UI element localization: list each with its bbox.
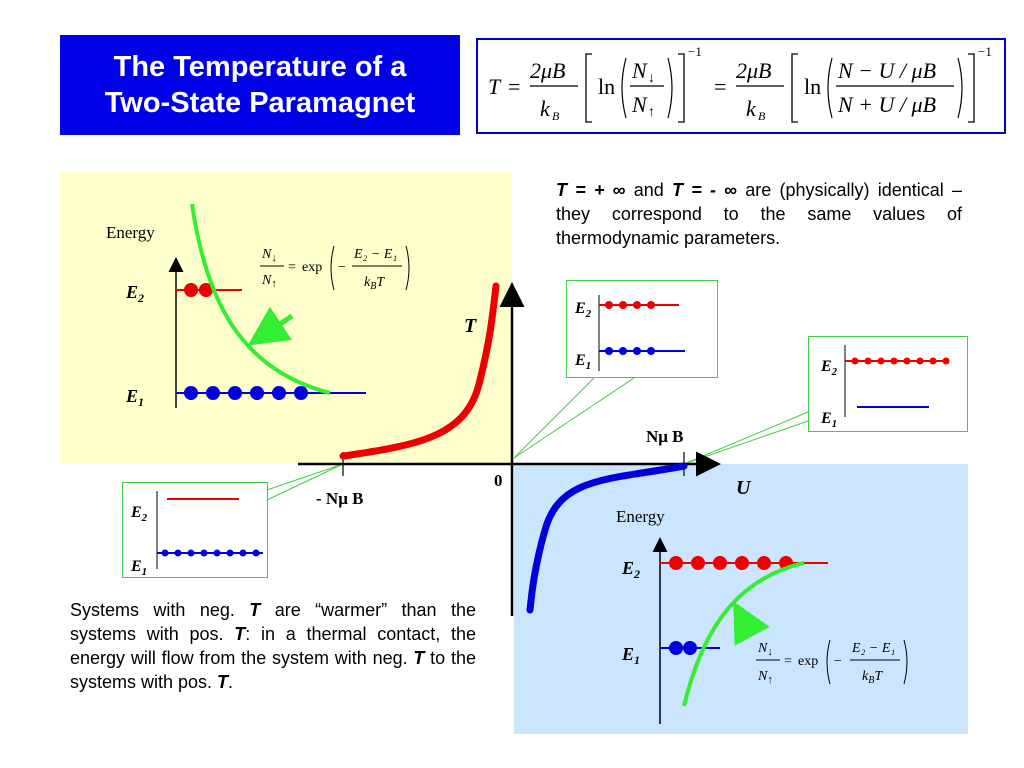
e1-label-bottom: E — [621, 644, 634, 664]
slide-title: The Temperature of a Two-State Paramagne… — [60, 35, 460, 135]
svg-text:E2: E2 — [125, 282, 144, 305]
svg-text:−: − — [338, 260, 346, 275]
svg-text:E1: E1 — [574, 352, 591, 372]
formula-coef-den-sub-1: B — [552, 109, 560, 123]
formula-ratio1-num: N — [631, 58, 648, 83]
e1-sub-bottom: 1 — [634, 653, 640, 667]
negative-t-curve — [526, 462, 688, 614]
inset-full-upper-state: E2 E1 — [808, 336, 968, 432]
e2-sub-bottom: 2 — [633, 567, 640, 581]
positive-t-curve — [339, 282, 500, 460]
formula-ln-2: ln — [804, 74, 821, 99]
warmer-note-p2: are “warmer” than the systems with pos. — [70, 600, 476, 644]
e1-sub-top: 1 — [138, 395, 144, 409]
e2-sub-top: 2 — [137, 291, 144, 305]
t-plus-infinity: T = + ∞ — [556, 180, 626, 200]
warmer-note-t2: T — [234, 624, 246, 644]
svg-text:E2: E2 — [820, 358, 838, 378]
neg-nmub-label: - Nμ B — [316, 489, 363, 508]
e2-label-bottom: E — [621, 558, 634, 578]
svg-text:kBT: kBT — [862, 669, 883, 686]
temperature-formula-box: T = 2μB k B ln N ↓ N ↑ −1 = 2μB k B ln N — [476, 38, 1006, 134]
formula-ratio1-den: N — [631, 92, 648, 117]
e1-label-top: E — [125, 386, 138, 406]
svg-text:N↑: N↑ — [261, 273, 277, 290]
boltzmann-formula-top: N↓ N↑ = exp − E₂ − E₁ kBT — [260, 245, 410, 292]
warmer-note-p3: : in a thermal contact, the energy will … — [70, 624, 476, 668]
title-line-1: The Temperature of a — [113, 51, 407, 83]
formula-ratio1-den-sub: ↑ — [648, 105, 655, 120]
negative-temperature-panel — [514, 464, 968, 734]
and-text: and — [625, 180, 673, 200]
svg-text:E₂ − E₁: E₂ − E₁ — [851, 641, 895, 656]
svg-text:E2: E2 — [574, 300, 592, 320]
warmer-note-p1: Systems with neg. — [70, 600, 250, 620]
positive-energy-diagram: Energy E2 E1 N↓ N↑ = exp − E₂ − E₁ kBT — [106, 203, 410, 409]
svg-text:E1: E1 — [621, 644, 640, 667]
svg-text:N↓: N↓ — [757, 641, 773, 658]
energy-label-top: Energy — [106, 223, 155, 242]
temperature-formula: T = 2μB k B ln N ↓ N ↑ −1 = 2μB k B ln N — [488, 44, 992, 123]
infinity-note: T = + ∞ and T = - ∞ are (physically) ide… — [556, 178, 962, 250]
svg-text:kBT: kBT — [364, 275, 385, 292]
formula-ratio2-den: N + U / μB — [837, 92, 936, 117]
negative-energy-diagram: Energy E2 E1 N↓ N↑ = exp − E₂ − E₁ kBT — [616, 507, 908, 724]
e2-label-top: E — [125, 282, 138, 302]
formula-coef-den-2: k — [746, 96, 757, 121]
energy-label-bottom: Energy — [616, 507, 665, 526]
svg-text:exp: exp — [302, 260, 322, 275]
svg-text:E2: E2 — [621, 558, 640, 581]
formula-coef-num-1: 2μB — [530, 58, 565, 83]
origin-label: 0 — [494, 471, 503, 490]
formula-lhs: T — [488, 74, 502, 99]
formula-eq-1: = — [508, 74, 520, 99]
warmer-note-t1: T — [249, 600, 261, 620]
warmer-note-p5: . — [228, 672, 234, 692]
svg-text:N↓: N↓ — [261, 247, 277, 264]
formula-eq-2: = — [714, 74, 726, 99]
svg-text:E1: E1 — [125, 386, 144, 409]
formula-ratio2-num: N − U / μB — [837, 58, 936, 83]
boltzmann-formula-bottom: N↓ N↑ = exp − E₂ − E₁ kBT — [756, 639, 908, 686]
svg-text:E1: E1 — [820, 410, 837, 430]
warmer-note: Systems with neg. T are “warmer” than th… — [70, 598, 476, 694]
svg-text:E1: E1 — [130, 558, 147, 577]
svg-text:exp: exp — [798, 654, 818, 669]
formula-exponent-2: −1 — [978, 44, 992, 59]
svg-text:=: = — [784, 654, 792, 669]
t-minus-infinity: T = - ∞ — [672, 180, 738, 200]
inset-t-plus-infinity: E2 E1 — [566, 280, 718, 378]
title-line-2: Two-State Paramagnet — [104, 87, 416, 119]
formula-coef-den-1: k — [540, 96, 551, 121]
svg-text:E2: E2 — [130, 504, 148, 524]
pos-nmub-label: Nμ B — [646, 427, 684, 446]
warmer-note-p4: to the systems with pos. — [70, 648, 476, 692]
u-axis-label: U — [736, 477, 752, 499]
t-axis-label: T — [464, 315, 477, 337]
svg-text:E₂ − E₁: E₂ − E₁ — [353, 247, 397, 262]
warmer-note-t4: T — [217, 672, 229, 692]
formula-ratio1-num-sub: ↓ — [648, 71, 655, 86]
formula-ln-1: ln — [598, 74, 615, 99]
warmer-note-t3: T — [413, 648, 425, 668]
inset-full-lower-state: E2 E1 — [122, 482, 268, 578]
svg-text:−: − — [834, 654, 842, 669]
svg-text:=: = — [288, 260, 296, 275]
formula-exponent-1: −1 — [688, 44, 702, 59]
infinity-note-rest: are (physically) identical – they corres… — [556, 180, 962, 248]
formula-coef-den-sub-2: B — [758, 109, 766, 123]
svg-text:N↑: N↑ — [757, 669, 773, 686]
formula-coef-num-2: 2μB — [736, 58, 771, 83]
